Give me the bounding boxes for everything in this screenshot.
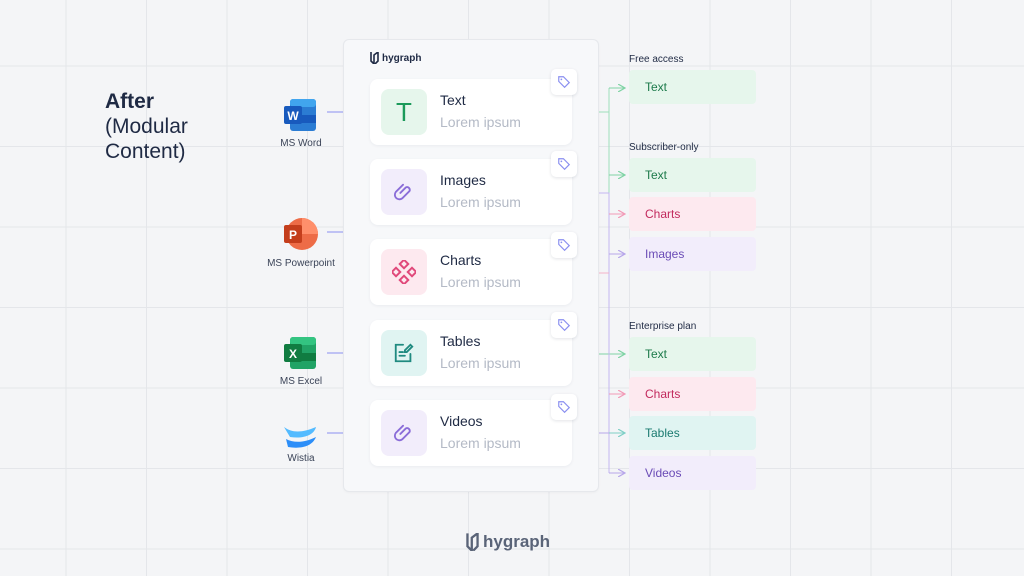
svg-text:P: P <box>289 228 297 242</box>
pill-ent-tables: Tables <box>629 416 756 450</box>
card-title: Tables <box>440 333 481 349</box>
pill-ent-text: Text <box>629 337 756 371</box>
pill-ent-videos: Videos <box>629 456 756 490</box>
ms-powerpoint-icon: P <box>282 216 318 257</box>
card-title: Text <box>440 92 466 108</box>
svg-text:X: X <box>289 347 297 361</box>
panel-brand: hygraph <box>370 52 421 64</box>
component-icon <box>381 249 427 295</box>
group-label-subscriber: Subscriber-only <box>629 142 699 153</box>
tag-icon[interactable] <box>551 69 577 95</box>
page-heading: After (Modular Content) <box>105 89 188 164</box>
tag-icon[interactable] <box>551 394 577 420</box>
ms-excel-icon: X <box>282 335 318 376</box>
footer-brand: hygraph <box>466 532 550 552</box>
card-subtitle: Lorem ipsum <box>440 114 521 130</box>
card-subtitle: Lorem ipsum <box>440 355 521 371</box>
pill-sub-images: Images <box>629 237 756 271</box>
footer-brand-name: hygraph <box>483 532 551 551</box>
hygraph-logo-icon <box>466 533 479 551</box>
source-label-excel: MS Excel <box>279 376 323 387</box>
card-images[interactable]: Images Lorem ipsum <box>370 159 572 225</box>
paperclip-icon <box>381 410 427 456</box>
panel-brand-name: hygraph <box>382 52 422 64</box>
edit-document-icon <box>381 330 427 376</box>
ms-word-icon: W <box>282 97 318 138</box>
group-label-enterprise: Enterprise plan <box>629 321 697 332</box>
source-label-powerpoint: MS Powerpoint <box>267 258 335 269</box>
card-tables[interactable]: Tables Lorem ipsum <box>370 320 572 386</box>
paperclip-icon <box>381 169 427 215</box>
tag-icon[interactable] <box>551 232 577 258</box>
card-title: Images <box>440 172 486 188</box>
card-subtitle: Lorem ipsum <box>440 194 521 210</box>
card-videos[interactable]: Videos Lorem ipsum <box>370 400 572 466</box>
pill-free-text: Text <box>629 70 756 104</box>
card-title: Charts <box>440 252 482 268</box>
pill-ent-charts: Charts <box>629 377 756 411</box>
heading-after: After <box>105 90 155 113</box>
card-charts[interactable]: Charts Lorem ipsum <box>370 239 572 305</box>
svg-text:W: W <box>287 109 299 123</box>
text-type-icon: T <box>381 89 427 135</box>
card-title: Videos <box>440 413 483 429</box>
card-subtitle: Lorem ipsum <box>440 274 521 290</box>
tag-icon[interactable] <box>551 312 577 338</box>
heading-line-3: Content) <box>105 140 186 163</box>
hygraph-logo-icon <box>370 52 379 64</box>
pill-sub-text: Text <box>629 158 756 192</box>
pill-sub-charts: Charts <box>629 197 756 231</box>
heading-line-2: (Modular <box>105 115 188 138</box>
card-text[interactable]: T Text Lorem ipsum <box>370 79 572 145</box>
card-subtitle: Lorem ipsum <box>440 435 521 451</box>
source-label-wistia: Wistia <box>287 453 315 464</box>
wistia-icon <box>282 419 318 460</box>
tag-icon[interactable] <box>551 151 577 177</box>
source-label-word: MS Word <box>280 138 322 149</box>
group-label-free: Free access <box>629 54 684 65</box>
